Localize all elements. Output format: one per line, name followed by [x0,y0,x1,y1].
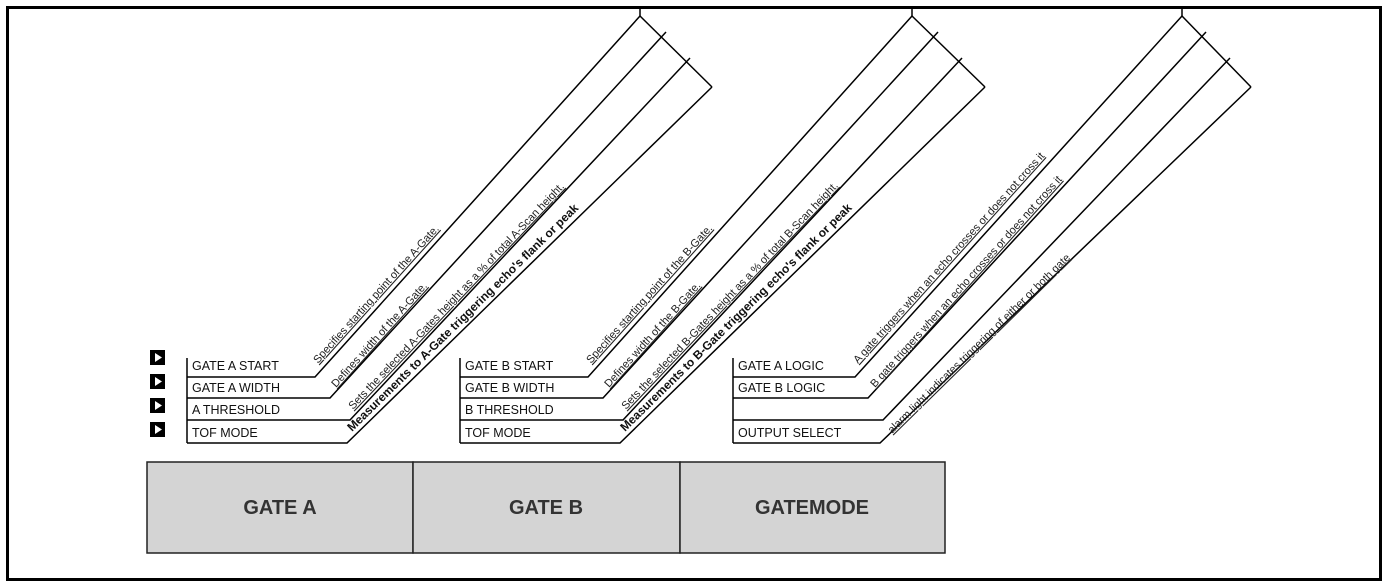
top-connector [911,15,986,88]
row-label: TOF MODE [465,426,531,440]
row-label: GATE A LOGIC [738,359,824,373]
play-arrow-icon [150,398,165,413]
tab-bar: GATE A GATE B GATEMODE [146,461,946,554]
row-markers [150,350,165,437]
tab-label: GATE B [509,497,583,519]
gatemode-descriptions: A gate triggers when an echo crosses or … [851,150,1073,436]
gate-a-labels: GATE A START GATE A WIDTH A THRESHOLD TO… [192,359,280,440]
row-leader-line [187,57,691,421]
row-label: GATE A START [192,359,279,373]
play-arrow-icon [150,422,165,437]
tab-gatemode[interactable]: GATEMODE [679,461,946,554]
row-leader-line [460,86,986,444]
row-label: B THRESHOLD [465,403,554,417]
play-arrow-icon [150,374,165,389]
gate-a-parameter-group [186,8,713,444]
row-leader-line [460,31,939,399]
row-leader-line [733,86,1252,444]
gate-b-labels: GATE B START GATE B WIDTH B THRESHOLD TO… [465,359,554,440]
row-leader-line [187,86,713,444]
gatemode-parameter-group [732,8,1252,444]
row-label: A THRESHOLD [192,403,280,417]
row-label: GATE B START [465,359,554,373]
top-connector [639,15,713,88]
gate-a-descriptions: Specifies starting point of the A-Gate. … [311,181,581,434]
row-label: GATE B LOGIC [738,381,825,395]
row-leader-line [733,57,1231,421]
tab-label: GATE A [243,497,316,519]
gatemode-labels: GATE A LOGIC GATE B LOGIC OUTPUT SELECT [738,359,842,440]
row-leader-line [733,15,1183,378]
gate-b-descriptions: Specifies starting point of the B-Gate. … [584,180,855,434]
top-connector [1181,15,1252,88]
row-label: TOF MODE [192,426,258,440]
row-description: A gate triggers when an echo crosses or … [851,150,1047,366]
tab-gate-b[interactable]: GATE B [412,461,681,554]
row-leader-line [187,31,667,399]
tab-gate-a[interactable]: GATE A [146,461,414,554]
row-label: OUTPUT SELECT [738,426,842,440]
play-arrow-icon [150,350,165,365]
row-leader-line [460,15,913,378]
row-description: Measurements to A-Gate triggering echo's… [344,201,581,434]
row-label: GATE A WIDTH [192,381,280,395]
gate-b-parameter-group [459,8,986,444]
row-label: GATE B WIDTH [465,381,554,395]
tab-label: GATEMODE [755,497,869,519]
row-leader-line [733,31,1207,399]
row-description: Measurements to B-Gate triggering echo's… [617,200,855,434]
row-leader-line [187,15,641,378]
row-leader-line [460,57,963,421]
